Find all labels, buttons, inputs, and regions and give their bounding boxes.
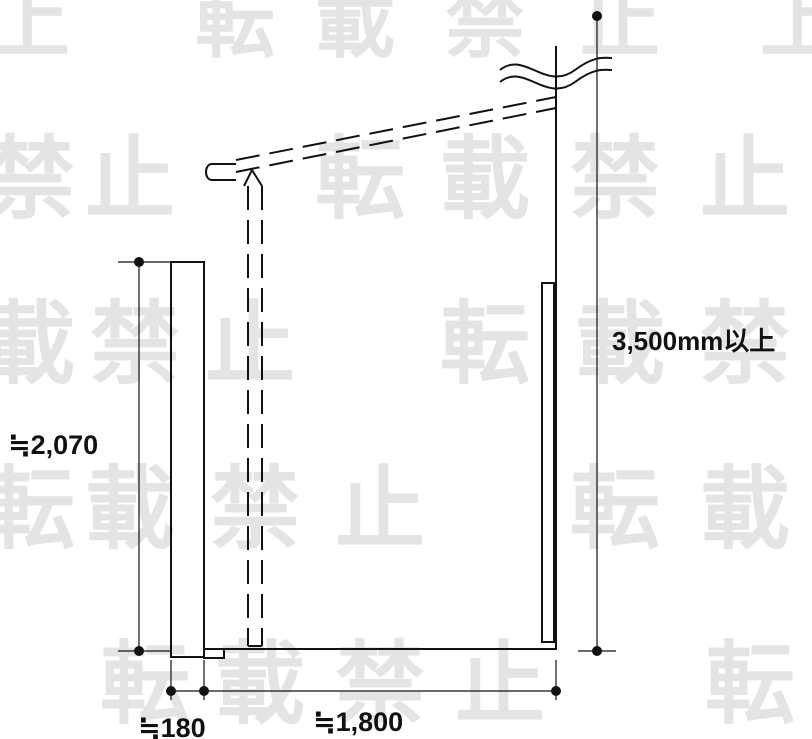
- watermark-glyph: 禁: [445, 0, 525, 69]
- watermark-glyph: 載: [0, 292, 75, 397]
- watermark-glyph: 止: [335, 457, 425, 562]
- watermark-glyph: 禁: [90, 292, 180, 397]
- watermark-glyph: 止: [205, 292, 295, 397]
- dimension-dot: [592, 11, 602, 21]
- watermark-glyph: 載: [215, 632, 305, 737]
- dimension-widths: ≒180 ≒1,800: [138, 660, 561, 739]
- dimension-dot: [199, 686, 209, 696]
- watermark-glyph: 止: [580, 0, 660, 69]
- watermark-glyph: 止: [85, 127, 175, 232]
- watermark-glyph: 転: [570, 457, 660, 562]
- watermark-glyph: 載: [575, 292, 665, 397]
- watermark-glyph: 転: [195, 0, 275, 69]
- canopy-bracket: [243, 167, 263, 187]
- watermark-glyph: 載: [440, 127, 530, 232]
- dimension-dot: [134, 257, 144, 267]
- front-panel-foot: [203, 648, 225, 659]
- watermark-glyph: 載: [700, 457, 790, 562]
- dimension-dot: [134, 646, 144, 656]
- watermark-glyph: 禁: [0, 127, 75, 232]
- canopy-roof-top: [235, 96, 557, 161]
- watermark-glyph: 転: [100, 632, 190, 737]
- watermark-glyph: 転: [0, 457, 75, 562]
- wall-break-mark: [499, 68, 613, 90]
- watermark-glyph: 禁: [570, 127, 660, 232]
- watermark-glyph: 上: [0, 0, 70, 69]
- canopy-roof-bottom: [235, 107, 557, 173]
- dimension-label-width-wall: ≒180: [138, 713, 206, 739]
- dimension-dot: [551, 686, 561, 696]
- canopy-gutter: [205, 163, 236, 181]
- canopy: [205, 96, 557, 647]
- watermark-glyph: 止: [700, 127, 790, 232]
- dimension-height-wall: ≒2,070: [8, 257, 171, 656]
- front-panel-body: [170, 261, 205, 658]
- building-wall: [499, 46, 613, 650]
- watermark-glyph: 載: [315, 0, 395, 69]
- watermark-glyph: 載: [85, 457, 175, 562]
- watermark-glyph: 禁: [700, 292, 790, 397]
- wall-mounting-plate: [541, 282, 555, 643]
- dimension-label-height-total: 3,500mm以上: [612, 326, 775, 356]
- dimension-label-height-wall: ≒2,070: [8, 430, 98, 460]
- wall-break-mark: [499, 56, 613, 78]
- front-panel: [170, 261, 225, 659]
- dimension-dot: [592, 646, 602, 656]
- watermark-glyph: 転: [315, 127, 405, 232]
- watermark-glyph: 転: [440, 292, 530, 397]
- watermark-glyph: 上: [760, 0, 812, 69]
- dimension-height-total: 3,500mm以上: [578, 11, 775, 656]
- watermark-glyph: 止: [455, 632, 545, 737]
- watermark-glyph: 禁: [210, 457, 300, 562]
- dimension-label-width-depth: ≒1,800: [313, 707, 403, 737]
- dimension-dot: [166, 686, 176, 696]
- watermark-glyph: 転: [705, 632, 795, 737]
